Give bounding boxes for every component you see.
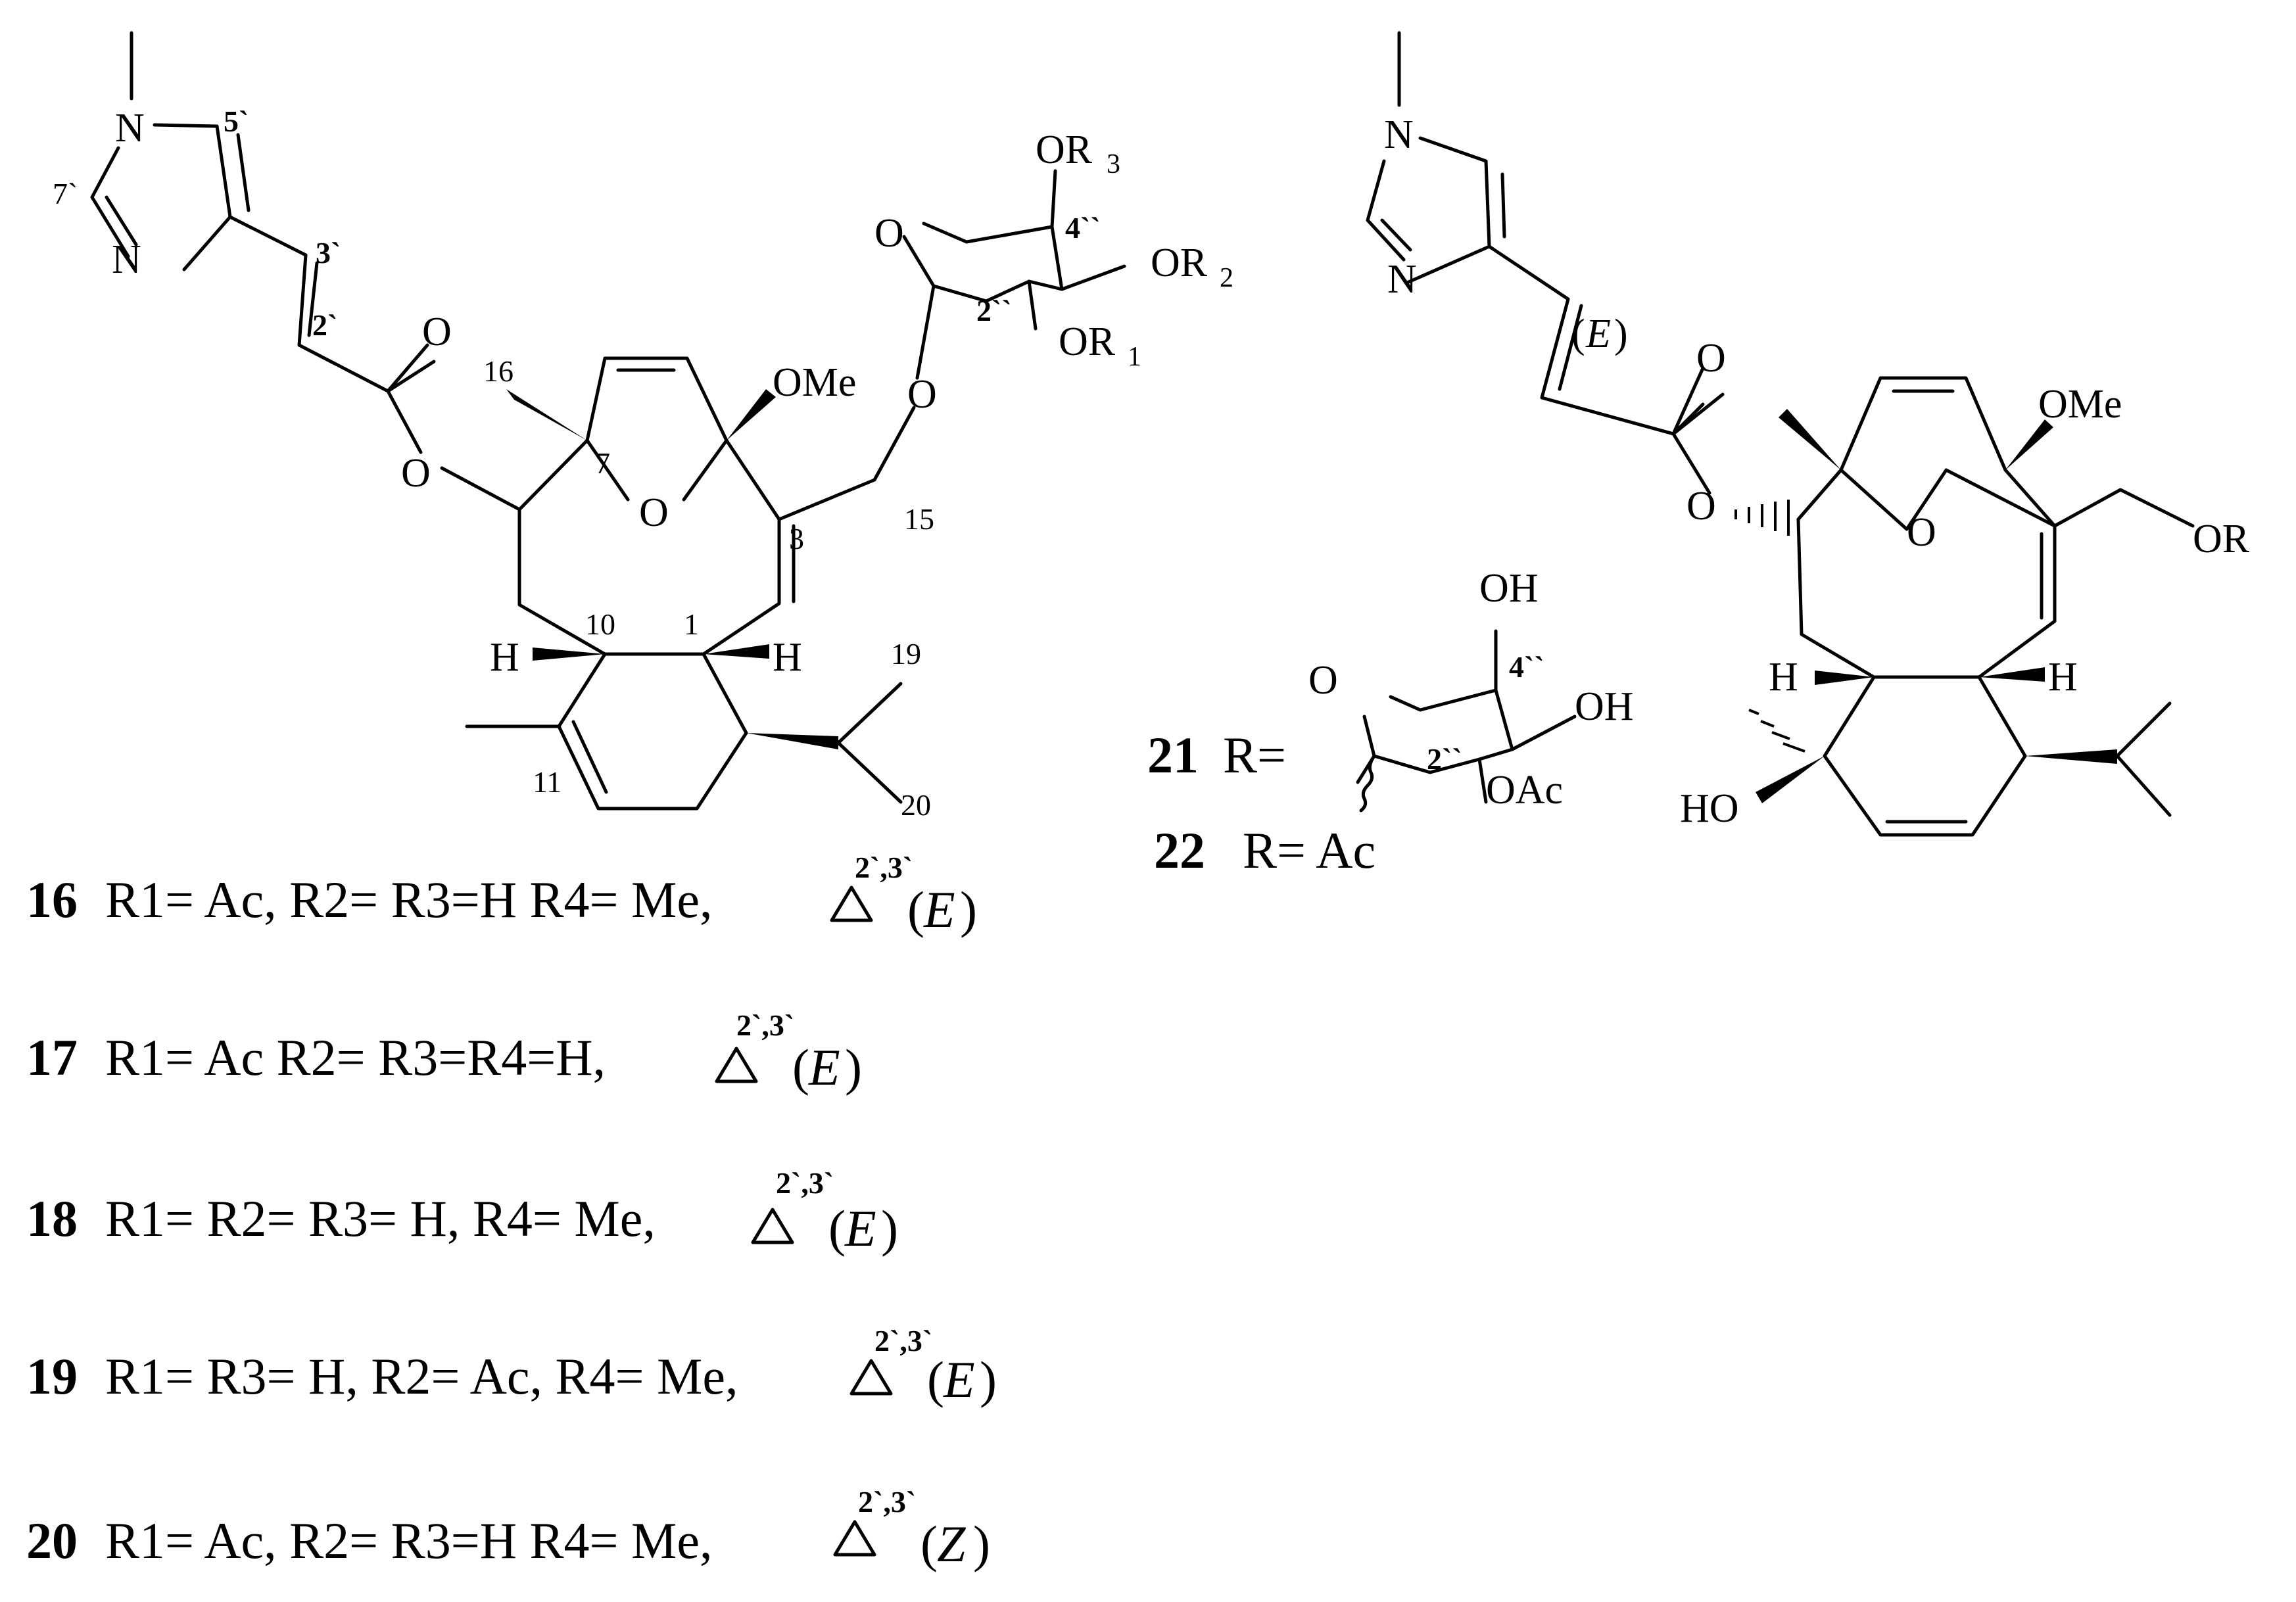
atom-O-ester-right: O (1686, 484, 1716, 529)
atom-OMe-right: OMe (2038, 382, 2122, 427)
atom-OR1: OR (1059, 319, 1116, 364)
caption-19-id: 19 (26, 1348, 78, 1405)
caption-16-paren-open: ( (907, 881, 924, 938)
left-structure (90, 31, 1126, 811)
locant-20: 20 (901, 788, 931, 822)
caption-18-delta: 2`,3` (776, 1166, 834, 1200)
atom-O-bridge-right: O (1907, 510, 1936, 555)
caption-17-delta: 2`,3` (736, 1008, 794, 1042)
atom-N1-right: N (1384, 112, 1414, 157)
compound-21-label: 21 (1147, 726, 1199, 784)
compound-21-R: R= (1223, 726, 1286, 784)
locant-2dblprime: 2`` (976, 294, 1012, 327)
locant-16: 16 (483, 354, 514, 388)
locant-4dblprime: 4`` (1065, 211, 1101, 245)
atom-O-ester: O (401, 451, 431, 496)
atom-H-right-right: H (2048, 655, 2078, 699)
atom-O-sugar-right: O (1308, 658, 1338, 703)
hashed-bond (1734, 500, 1790, 536)
locant-2prime: 2` (312, 308, 337, 342)
caption-17-id: 17 (26, 1029, 78, 1086)
locant-7prime: 7` (53, 177, 78, 210)
caption-18-paren-open: ( (828, 1200, 846, 1257)
caption-18-paren-close: ) (881, 1200, 898, 1257)
caption-17-paren-open: ( (792, 1039, 809, 1096)
caption-17-text: R1= Ac R2= R3=R4=H, (105, 1029, 606, 1086)
caption-19-geom: E (943, 1351, 975, 1408)
locant-3: 3 (789, 522, 804, 555)
locant-15: 15 (904, 502, 934, 536)
caption-19-paren-open: ( (927, 1351, 944, 1408)
sub-R1: 1 (1128, 342, 1141, 372)
compound-22-label: 22 (1154, 822, 1205, 879)
caption-16-text: R1= Ac, R2= R3=H R4= Me, (105, 871, 713, 928)
atom-O-bridge: O (639, 490, 669, 535)
atom-O-sugar-ring: O (874, 211, 904, 256)
compound-caption-list: 16 R1= Ac, R2= R3=H R4= Me, 2`,3` ( E ) … (26, 851, 997, 1572)
atom-OR3: OR (1036, 128, 1093, 172)
locant-1: 1 (684, 607, 699, 641)
atom-O-carbonyl: O (422, 310, 452, 354)
caption-20-text: R1= Ac, R2= R3=H R4= Me, (105, 1512, 713, 1569)
hashed-methyl (1748, 709, 1806, 753)
atom-H10: H (490, 635, 519, 680)
locant-3prime: 3` (316, 236, 341, 270)
compound-22-R: R= Ac (1243, 822, 1375, 879)
atom-OR2: OR (1151, 241, 1208, 285)
atom-HO: HO (1680, 786, 1739, 831)
caption-17-geom: E (808, 1039, 840, 1096)
atom-N3-right: N (1387, 257, 1417, 302)
locant-4dblprime-right: 4`` (1509, 650, 1544, 684)
caption-16: 16 R1= Ac, R2= R3=H R4= Me, 2`,3` ( E ) (26, 851, 977, 938)
caption-16-id: 16 (26, 871, 78, 928)
atom-OH-side: OH (1575, 684, 1634, 729)
locant-10: 10 (585, 607, 615, 641)
atom-N1: N (115, 106, 145, 151)
locant-11: 11 (533, 765, 562, 799)
caption-17-paren-close: ) (845, 1039, 862, 1096)
left-structure-labels: N N 5` 7` 3` 2` O O 16 7 O OMe 3 15 10 1… (53, 105, 1233, 822)
caption-20: 20 R1= Ac, R2= R3=H R4= Me, 2`,3` ( Z ) (26, 1485, 990, 1572)
caption-19: 19 R1= R3= H, R2= Ac, R4= Me, 2`,3` ( E … (26, 1324, 997, 1408)
atom-N3: N (112, 237, 141, 282)
atom-O-carbonyl-right: O (1696, 336, 1726, 381)
caption-19-paren-close: ) (980, 1351, 997, 1408)
atom-OAc: OAc (1486, 768, 1563, 813)
locant-19: 19 (891, 637, 921, 671)
caption-18-geom: E (844, 1200, 876, 1257)
caption-17: 17 R1= Ac R2= R3=R4=H, 2`,3` ( E ) (26, 1008, 862, 1096)
geometry-E: E (1585, 312, 1611, 356)
caption-16-paren-close: ) (960, 881, 977, 938)
locant-7: 7 (595, 446, 610, 480)
caption-19-delta: 2`,3` (874, 1324, 932, 1357)
atom-OMe: OMe (773, 360, 856, 405)
atom-O-glycosidic: O (907, 372, 937, 417)
caption-18-text: R1= R2= R3= H, R4= Me, (105, 1190, 656, 1247)
right-structure-labels: N N ( E ) O O O OMe OR H H HO OH 4`` OH … (1147, 112, 2250, 879)
sub-R2: 2 (1220, 263, 1233, 293)
atom-OR-right: OR (2193, 517, 2250, 561)
caption-20-geom: Z (937, 1515, 967, 1572)
caption-18: 18 R1= R2= R3= H, R4= Me, 2`,3` ( E ) (26, 1166, 898, 1257)
atom-OH-top: OH (1479, 566, 1539, 611)
caption-16-geom: E (923, 881, 955, 938)
caption-16-delta: 2`,3` (855, 851, 913, 884)
paren-open: ( (1571, 312, 1585, 356)
atom-H1: H (773, 635, 802, 680)
caption-19-text: R1= R3= H, R2= Ac, R4= Me, (105, 1348, 738, 1405)
caption-20-paren-close: ) (973, 1515, 990, 1572)
sub-R3: 3 (1107, 149, 1120, 179)
caption-20-id: 20 (26, 1512, 78, 1569)
atom-H-left-right: H (1769, 655, 1798, 699)
locant-5prime: 5` (224, 105, 249, 138)
locant-2dblprime-right: 2`` (1427, 742, 1462, 776)
caption-20-delta: 2`,3` (858, 1485, 916, 1519)
right-structure (1356, 31, 2195, 837)
caption-18-id: 18 (26, 1190, 78, 1247)
caption-20-paren-open: ( (921, 1515, 938, 1572)
paren-close: ) (1614, 312, 1628, 356)
